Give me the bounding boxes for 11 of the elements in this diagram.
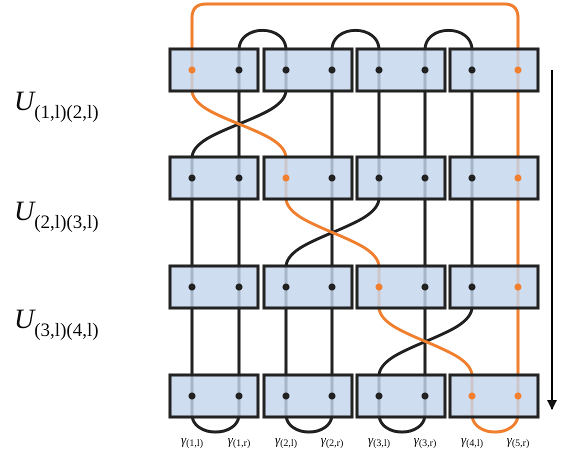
math-label: γ$_{(3,l)}$	[368, 433, 390, 449]
math-label: γ$_{(4,l)}$	[460, 433, 484, 449]
math-label: γ$_{(3,r)}$	[414, 433, 436, 449]
math-label: U$_{(3,l)(4,l)}$	[14, 306, 99, 340]
math-label: γ$_{(1,r)}$	[228, 433, 250, 449]
math-label: γ$_{(2,r)}$	[320, 433, 344, 449]
math-label: γ$_{(5,r)}$	[506, 433, 530, 449]
math-label: γ$_{(2,l)}$	[274, 433, 298, 449]
math-label: U$_{(1,l)(2,l)}$	[14, 88, 99, 122]
math-label: U$_{(2,l)(3,l)}$	[14, 198, 99, 232]
math-label: γ$_{(1,l)}$	[180, 433, 204, 449]
